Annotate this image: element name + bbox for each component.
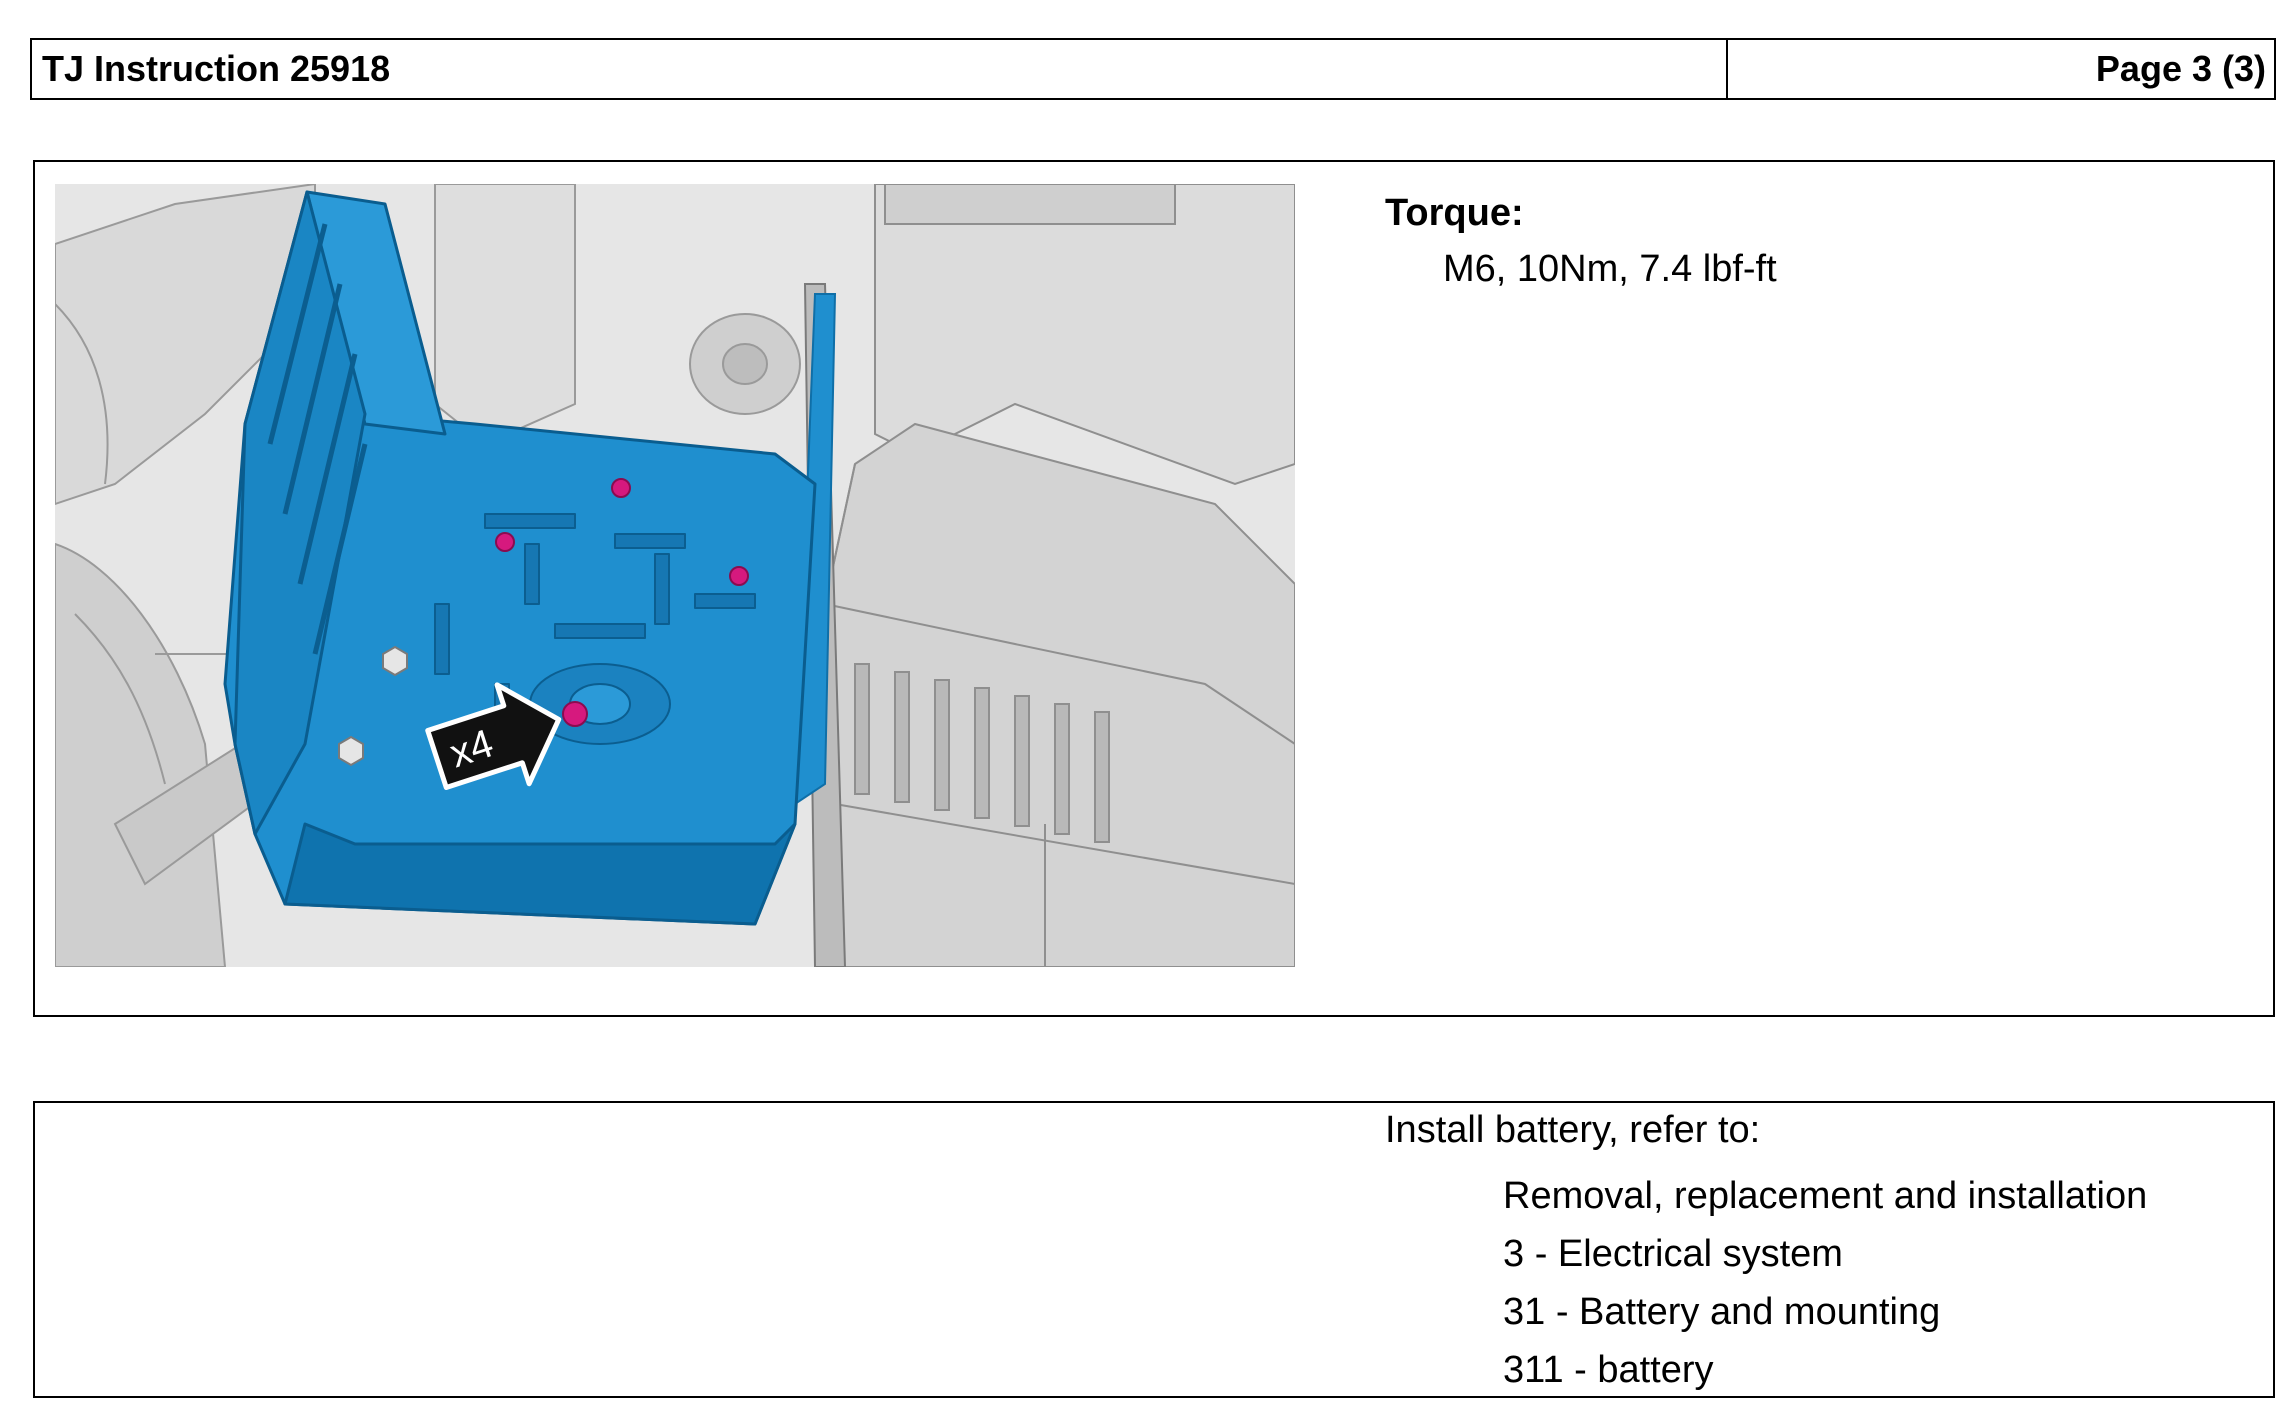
reference-item: 31 - Battery and mounting	[1503, 1291, 1941, 1333]
document-header: TJ Instruction 25918 Page 3 (3)	[30, 38, 2276, 100]
reference-item: Removal, replacement and installation	[1503, 1175, 2148, 1217]
engine-bay-background	[55, 184, 801, 967]
reference-list: Removal, replacement and installation 3 …	[1503, 1167, 2147, 1399]
silver-nuts	[338, 645, 408, 767]
battery-box	[824, 184, 1295, 967]
page-number: Page 3 (3)	[2095, 48, 2266, 89]
reference-item: 311 - battery	[1503, 1349, 1714, 1391]
bolt-markers	[495, 478, 749, 727]
reference-item: 3 - Electrical system	[1503, 1233, 1843, 1275]
battery-tray	[223, 190, 817, 926]
step-install-battery-box: Install battery, refer to: Removal, repl…	[33, 1101, 2275, 1398]
callout-arrow: x4	[425, 682, 562, 791]
torque-heading: Torque:	[1385, 192, 1524, 234]
document-title: TJ Instruction 25918	[32, 40, 1728, 98]
battery-tray-illustration: x4	[55, 184, 1295, 967]
install-instruction: Install battery, refer to:	[1385, 1109, 1761, 1151]
torque-value: M6, 10Nm, 7.4 lbf-ft	[1443, 248, 1777, 290]
step-torque-box: x4 Torque: M6, 10Nm, 7.4 lbf-ft	[33, 160, 2275, 1017]
